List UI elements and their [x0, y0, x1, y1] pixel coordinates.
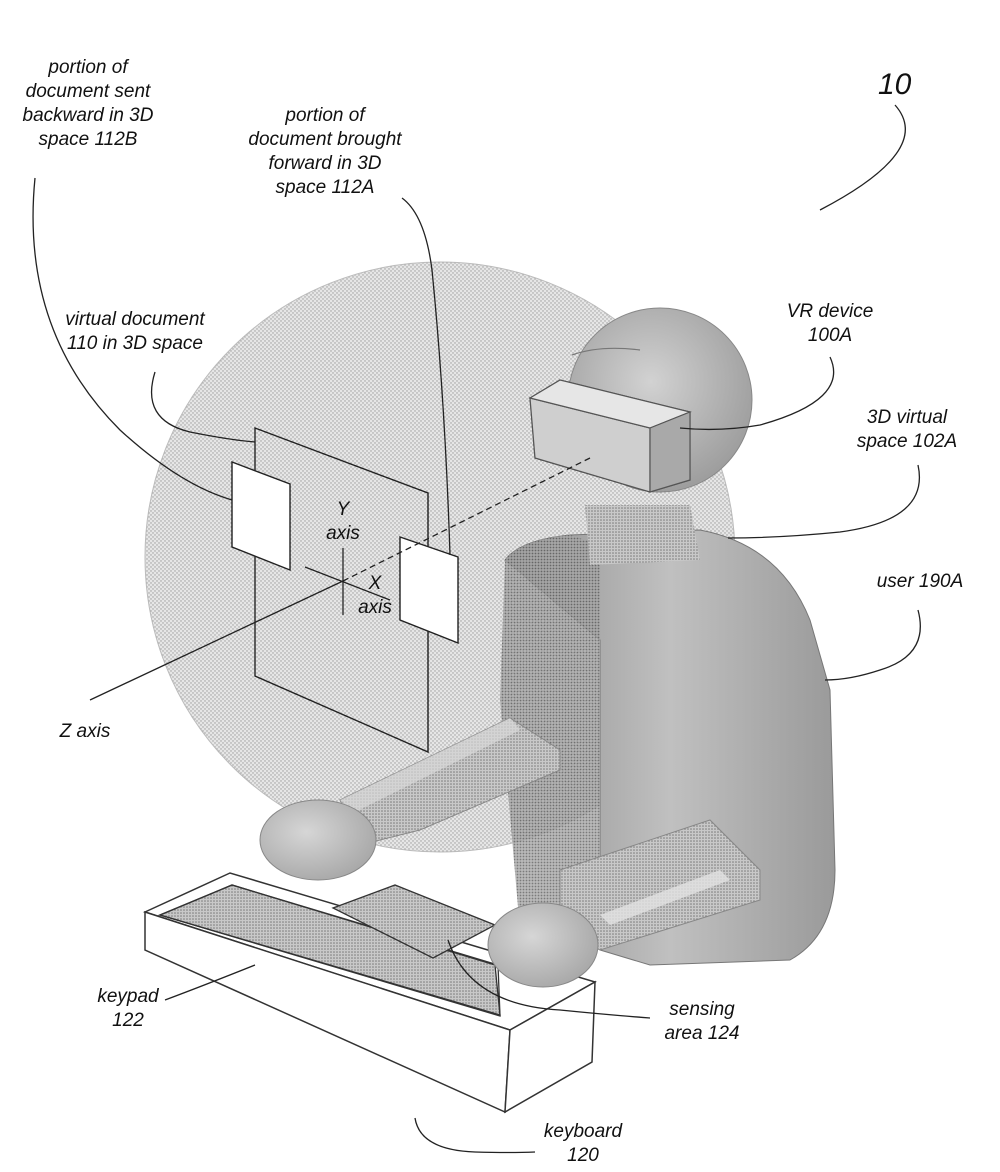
gaze-line [342, 457, 591, 582]
user-hand-left [259, 799, 377, 881]
label-z-axis: Z axis [59, 721, 111, 742]
label-virtual-document: virtual document 110 in 3D space [65, 309, 205, 354]
label-keypad: keypad 122 [97, 986, 159, 1031]
label-user: user 190A [876, 571, 964, 592]
leader-keyboard [414, 1117, 536, 1154]
leader-virtual-doc [150, 371, 256, 443]
label-virtual-space: 3D virtual space 102A [856, 407, 958, 452]
keyboard-side [504, 980, 596, 1114]
label-keyboard: keyboard 120 [543, 1121, 623, 1166]
user-neck [585, 505, 700, 565]
virtual-document-panel [254, 426, 429, 754]
leader-sensing-area [447, 939, 651, 1019]
leader-vr-device [679, 356, 835, 431]
leader-figure [819, 104, 906, 211]
figure-number: 10 [878, 68, 912, 101]
leader-keypad [164, 964, 256, 1001]
user-hand-right [487, 902, 599, 988]
label-vr-device: VR device 100A [786, 301, 874, 346]
label-doc-backward: portion of document sent backward in 3D … [22, 57, 154, 150]
z-axis-line [89, 580, 344, 701]
leader-virtual-space [727, 464, 920, 539]
leader-doc-backward [32, 177, 233, 501]
label-x-axis: X axis [358, 573, 392, 618]
label-doc-forward: portion of document brought forward in 3… [248, 105, 402, 198]
leader-user [824, 609, 921, 681]
x-axis-line [304, 566, 391, 601]
document-portion-forward [399, 536, 459, 645]
label-sensing-area: sensing area 124 [664, 999, 740, 1044]
leader-doc-forward [401, 197, 451, 556]
document-portion-backward [231, 460, 291, 572]
user-torso-shadow [500, 535, 600, 950]
label-y-axis: Y axis [326, 499, 360, 544]
